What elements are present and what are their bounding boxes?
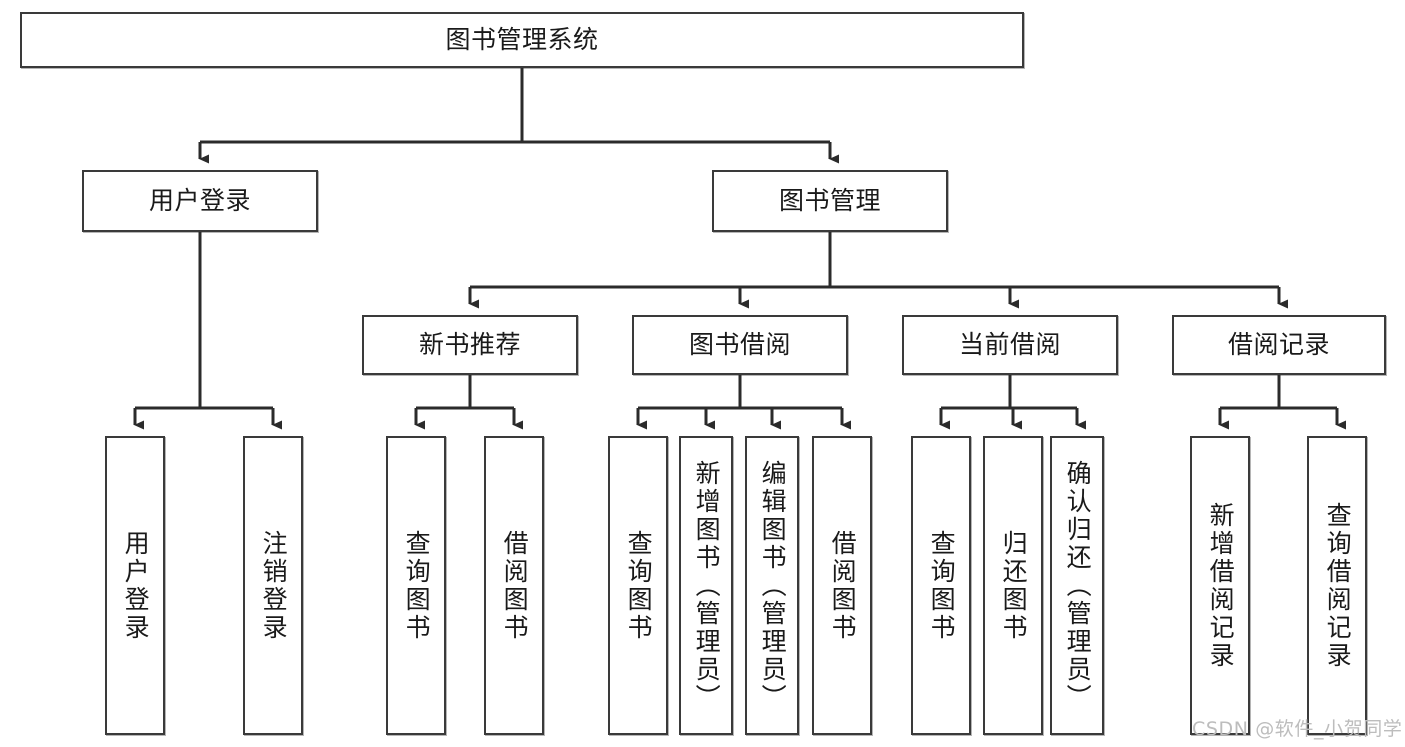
node-label-user_login: 用户登录 [148,186,251,216]
node-label-book_mgmt: 图书管理 [778,186,881,216]
node-l_return[interactable]: 归还图书 [983,436,1043,735]
node-label-l_confirm: 确认归还（管理员） [1063,459,1093,712]
node-l_q2[interactable]: 查询图书 [608,436,668,735]
node-l_logout[interactable]: 注销登录 [243,436,303,735]
node-l_add[interactable]: 新增图书（管理员） [679,436,733,735]
node-label-l_add: 新增图书（管理员） [692,459,722,712]
node-new_rec[interactable]: 新书推荐 [362,315,578,375]
node-user_login[interactable]: 用户登录 [82,170,318,232]
node-l_addrec[interactable]: 新增借阅记录 [1190,436,1250,735]
node-label-l_q2: 查询图书 [624,529,654,642]
node-label-current: 当前借阅 [958,330,1061,360]
node-l_confirm[interactable]: 确认归还（管理员） [1050,436,1104,735]
node-label-l_edit: 编辑图书（管理员） [758,459,788,712]
node-current[interactable]: 当前借阅 [902,315,1118,375]
node-records[interactable]: 借阅记录 [1172,315,1386,375]
node-label-l_login: 用户登录 [121,529,151,642]
node-borrow[interactable]: 图书借阅 [632,315,848,375]
watermark: CSDN @软件_小贺同学 [1192,718,1403,740]
node-l_q3[interactable]: 查询图书 [911,436,971,735]
node-book_mgmt[interactable]: 图书管理 [712,170,948,232]
node-label-root: 图书管理系统 [445,25,599,55]
node-label-l_q1: 查询图书 [402,529,432,642]
node-label-l_q3: 查询图书 [927,529,957,642]
node-label-l_qrec: 查询借阅记录 [1323,501,1353,670]
node-label-records: 借阅记录 [1227,330,1330,360]
node-l_edit[interactable]: 编辑图书（管理员） [745,436,799,735]
node-label-l_b1: 借阅图书 [500,529,530,642]
node-label-new_rec: 新书推荐 [418,330,521,360]
node-l_q1[interactable]: 查询图书 [386,436,446,735]
node-label-l_return: 归还图书 [999,529,1029,642]
node-l_login[interactable]: 用户登录 [105,436,165,735]
node-root[interactable]: 图书管理系统 [20,12,1024,68]
node-label-l_logout: 注销登录 [259,529,289,642]
node-label-l_addrec: 新增借阅记录 [1206,501,1236,670]
node-label-borrow: 图书借阅 [688,330,791,360]
node-l_qrec[interactable]: 查询借阅记录 [1307,436,1367,735]
node-label-l_b2: 借阅图书 [828,529,858,642]
node-l_b1[interactable]: 借阅图书 [484,436,544,735]
node-l_b2[interactable]: 借阅图书 [812,436,872,735]
